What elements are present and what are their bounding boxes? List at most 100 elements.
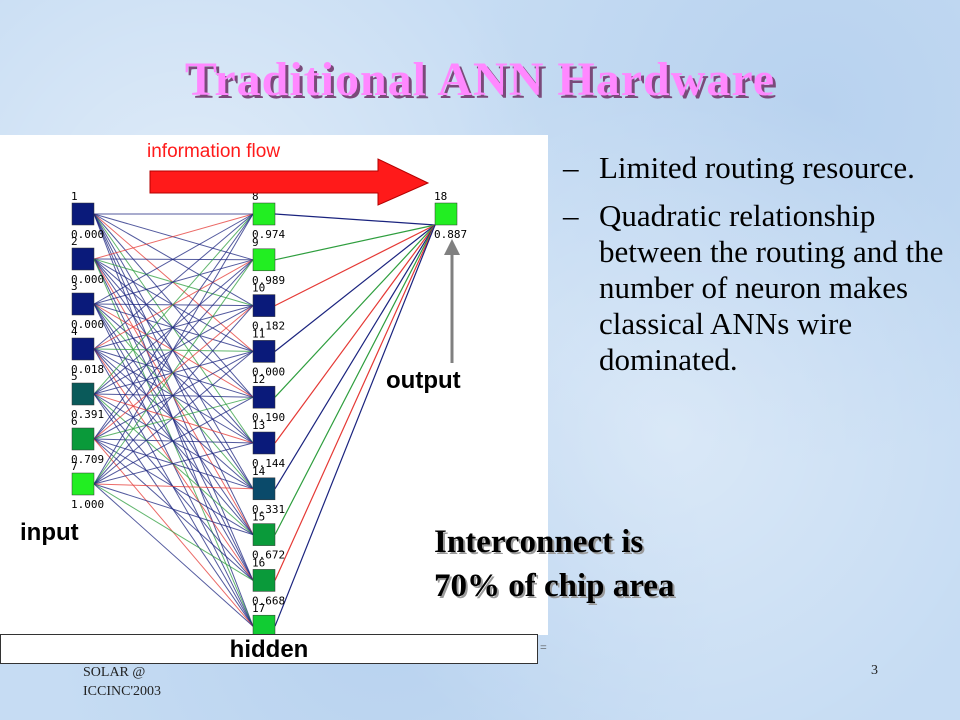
input-neuron: 4 0.018 <box>71 325 104 376</box>
neuron-value: 0.000 <box>71 273 104 286</box>
input-hidden-wire <box>93 213 254 260</box>
bullet-dash: – <box>563 150 579 185</box>
hidden-output-wire <box>274 213 436 226</box>
neuron-id: 17 <box>252 602 265 615</box>
neuron-square <box>252 523 276 546</box>
callout-line-1: Interconnect is <box>434 524 644 560</box>
hidden-neuron: 11 0.000 <box>252 327 285 378</box>
input-hidden-wire <box>93 213 254 350</box>
interconnect-callout: Interconnect is 70% of chip area <box>434 520 674 608</box>
output-pointer-head <box>444 239 460 255</box>
bullet-item: – Limited routing resource. <box>563 150 953 186</box>
neuron-square <box>252 340 276 363</box>
hidden-neuron: 10 0.182 <box>252 282 285 333</box>
input-hidden-wire <box>93 483 254 536</box>
neuron-id: 1 <box>71 190 78 203</box>
hidden-neuron: 90.989 <box>252 236 285 287</box>
neuron-id: 6 <box>71 415 78 428</box>
bullet-text: Limited routing resource. <box>599 150 915 185</box>
hidden-neuron: 170.805 <box>252 602 276 635</box>
neuron-value: 0.000 <box>71 318 104 331</box>
input-neuron: 1 0.000 <box>71 190 104 241</box>
input-neuron: 5 0.391 <box>71 370 104 421</box>
neuron-id: 3 <box>71 280 78 293</box>
neuron-id: 4 <box>71 325 78 338</box>
input-hidden-wire <box>93 442 254 485</box>
output-label: output <box>386 367 461 394</box>
neuron-square <box>71 382 95 406</box>
neuron-id: 9 <box>252 236 259 249</box>
input-neuron: 3 0.000 <box>71 280 104 331</box>
information-flow-label: information flow <box>147 141 281 162</box>
neuron-square <box>252 614 276 635</box>
input-hidden-wire <box>93 213 254 485</box>
neuron-id: 5 <box>71 370 78 383</box>
hidden-output-wire <box>274 224 436 261</box>
neuron-id: 11 <box>252 327 265 340</box>
hidden-output-wire <box>274 224 436 627</box>
bullet-dash: – <box>563 198 579 233</box>
neuron-id: 10 <box>252 282 265 295</box>
neuron-id: 14 <box>252 465 266 478</box>
neuron-value: 0.000 <box>252 365 285 378</box>
neuron-square <box>252 294 276 317</box>
hidden-output-wire <box>274 224 436 535</box>
neuron-id: 2 <box>71 235 78 248</box>
neuron-id: 15 <box>252 511 265 524</box>
bullet-text: Quadratic relationship between the routi… <box>599 198 944 377</box>
neuron-square <box>71 292 95 316</box>
neuron-value: 0.182 <box>252 320 285 333</box>
neuron-square <box>71 472 95 496</box>
hidden-label-box <box>0 634 538 664</box>
input-hidden-wire <box>93 213 254 395</box>
bullet-item: – Quadratic relationship between the rou… <box>563 198 953 378</box>
neuron-value: 0.709 <box>71 453 104 466</box>
hidden-neuron: 14 0.331 <box>252 465 285 516</box>
input-neuron: 2 0.000 <box>71 235 104 286</box>
neuron-square <box>71 427 95 451</box>
information-flow-arrow <box>149 158 430 206</box>
input-hidden-wire <box>93 351 254 485</box>
neuron-square <box>252 385 276 409</box>
neuron-square <box>71 202 95 226</box>
output-neuron: 18 0.887 <box>434 190 467 241</box>
diagram-arrows <box>149 158 460 363</box>
neuron-value: 1.000 <box>71 498 104 511</box>
input-hidden-wire <box>93 305 254 485</box>
neuron-value: 0.000 <box>71 228 104 241</box>
neuron-value: 0.144 <box>252 457 285 470</box>
neuron-value: 0.391 <box>71 408 104 421</box>
bullet-list: – Limited routing resource. – Quadratic … <box>563 150 953 390</box>
neuron-square <box>252 248 276 272</box>
input-hidden-wire <box>93 213 254 305</box>
hidden-output-wire <box>274 224 436 581</box>
neuron-value: 0.190 <box>252 411 285 424</box>
neuron-id: 12 <box>252 373 265 386</box>
callout-line-2: 70% of chip area <box>434 568 675 604</box>
hidden-output-wire <box>274 224 436 352</box>
input-hidden-wire <box>93 213 254 440</box>
neuron-square <box>71 337 95 361</box>
hidden-output-wire <box>274 224 436 398</box>
slide-title: Traditional ANN Hardware <box>184 53 776 106</box>
neuron-value: 0.018 <box>71 363 104 376</box>
hidden-label: hidden <box>229 636 309 663</box>
input-label: input <box>20 519 79 546</box>
network-graph: 10.00020.00030.00040.01850.39160.70971.0… <box>71 158 467 635</box>
footer-line-1: SOLAR @ <box>83 665 146 680</box>
neuron-value: 0.887 <box>434 228 467 241</box>
neuron-id: 16 <box>252 556 265 569</box>
page-number: 3 <box>871 663 878 678</box>
input-hidden-wire <box>93 483 254 581</box>
hidden-neuron: 12 0.190 <box>252 373 285 424</box>
neuron-id: 18 <box>434 190 447 203</box>
neuron-value: 0.331 <box>252 503 285 516</box>
neuron-square <box>252 202 276 226</box>
input-neuron: 6 0.709 <box>71 415 104 466</box>
input-hidden-wire <box>93 259 254 485</box>
footer-conference: SOLAR @ ICCINC'2003 <box>83 663 161 701</box>
neuron-square <box>252 431 276 455</box>
input-hidden-wire <box>93 483 254 490</box>
edge-mark: = <box>540 640 547 654</box>
